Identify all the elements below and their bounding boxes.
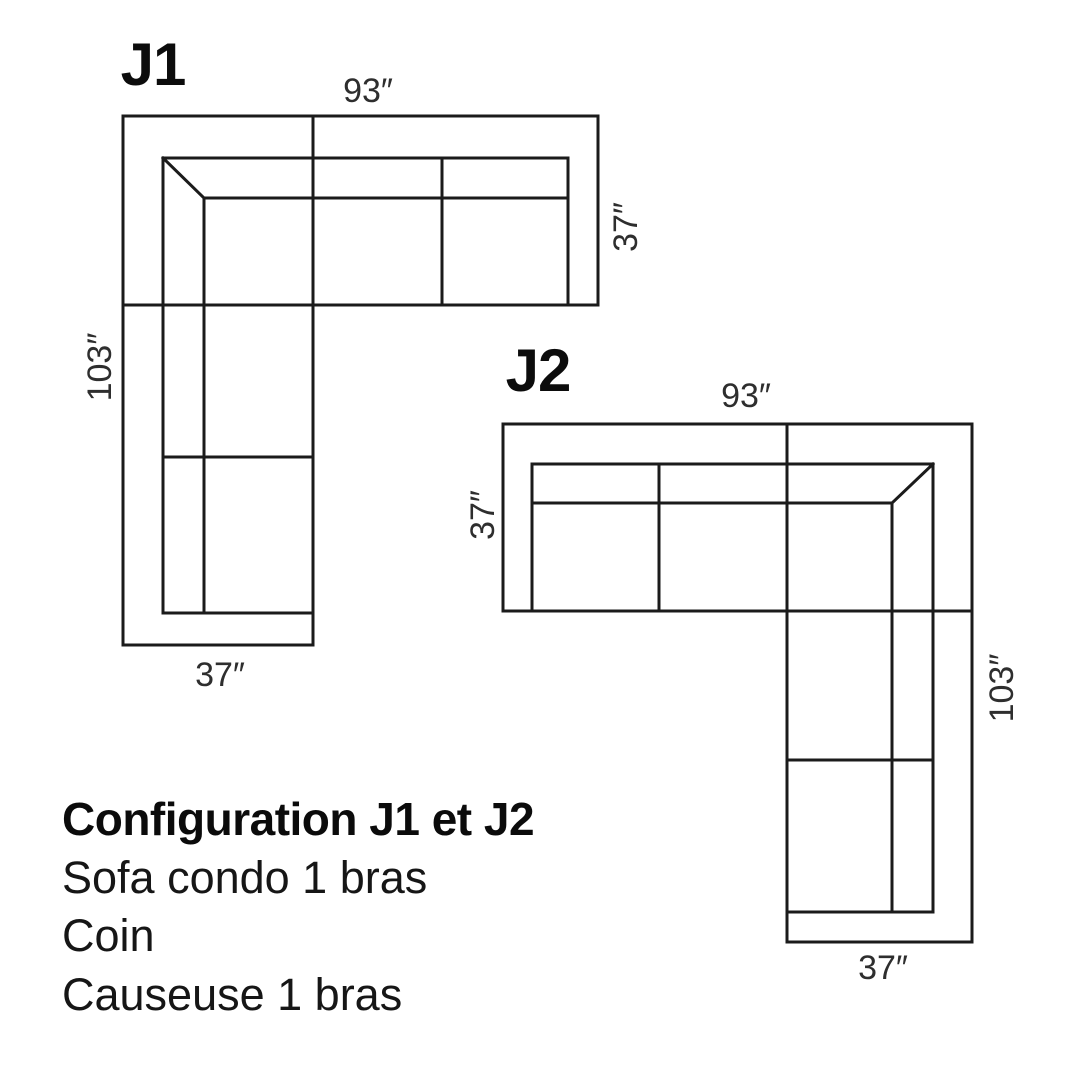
j2-dimension-left: 37″ — [464, 490, 502, 540]
j2-dimension-top: 93″ — [721, 377, 771, 415]
j2-corner-diagonal — [889, 461, 936, 506]
j1-corner-diagonal — [160, 155, 207, 201]
j1-dimension-right: 37″ — [607, 202, 645, 252]
diagram-title-j2: J2 — [505, 337, 572, 404]
j1-dimension-top: 93″ — [343, 72, 393, 110]
j1-dimension-bottom: 37″ — [195, 656, 245, 694]
diagram-title-j1: J1 — [120, 31, 187, 98]
j1-dimension-left: 103″ — [81, 332, 119, 402]
j2-dimension-right: 103″ — [983, 653, 1021, 723]
j2-dimension-bottom: 37″ — [858, 949, 908, 987]
